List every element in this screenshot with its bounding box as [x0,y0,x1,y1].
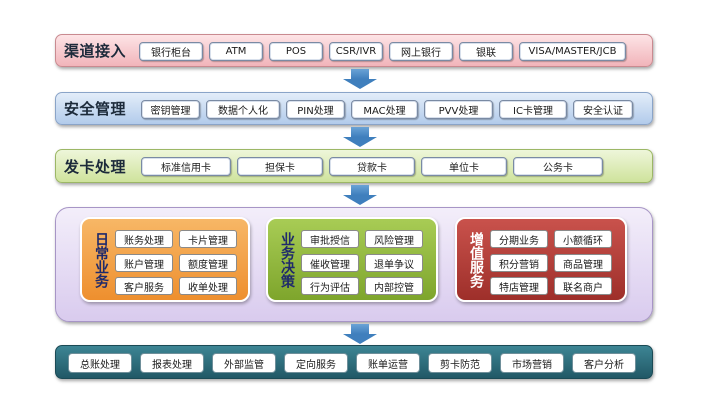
item-internal-control[interactable]: 内部控管 [365,277,423,295]
item-customer-service[interactable]: 客户服务 [115,277,173,295]
security-management-title: 安全管理 [64,100,127,118]
back-office-band: 总账处理 报表处理 外部监管 定向服务 账单运营 剪卡防范 市场营销 客户分析 [55,345,653,379]
chip-bank-counter[interactable]: 银行柜台 [139,42,203,61]
item-collection-management[interactable]: 催收管理 [301,254,359,272]
chip-targeted-service[interactable]: 定向服务 [284,353,348,373]
item-account-management[interactable]: 账户管理 [115,254,173,272]
chip-guarantee-card[interactable]: 担保卡 [237,157,323,176]
chip-external-supervision[interactable]: 外部监管 [212,353,276,373]
chip-loan-card[interactable]: 贷款卡 [329,157,415,176]
chip-report-processing[interactable]: 报表处理 [140,353,204,373]
chip-customer-analysis[interactable]: 客户分析 [572,353,636,373]
item-risk-management[interactable]: 风险管理 [365,230,423,248]
item-installment-business[interactable]: 分期业务 [490,230,548,248]
item-special-merchant-management[interactable]: 特店管理 [490,277,548,295]
chip-key-management[interactable]: 密钥管理 [141,100,200,119]
item-account-processing[interactable]: 账务处理 [115,230,173,248]
chip-pos[interactable]: POS [269,42,323,61]
value-added-services-title: 增值服务 [468,231,484,288]
daily-business-title: 日常业务 [93,231,109,288]
item-behavior-evaluation[interactable]: 行为评估 [301,277,359,295]
chip-pvv-processing[interactable]: PVV处理 [424,100,493,119]
chip-general-ledger[interactable]: 总账处理 [68,353,132,373]
chip-official-card[interactable]: 公务卡 [513,157,603,176]
channel-access-title: 渠道接入 [64,42,127,60]
chip-security-auth[interactable]: 安全认证 [573,100,633,119]
business-decision-title: 业务决策 [279,231,295,288]
business-decision-group: 业务决策 审批授信 风险管理 催收管理 退单争议 行为评估 内部控管 [266,217,438,302]
item-cobrand-merchant[interactable]: 联名商户 [554,277,612,295]
daily-business-group: 日常业务 账务处理 卡片管理 账户管理 额度管理 客户服务 收单处理 [80,217,250,302]
item-credit-approval[interactable]: 审批授信 [301,230,359,248]
chip-standard-credit-card[interactable]: 标准信用卡 [141,157,231,176]
item-card-management[interactable]: 卡片管理 [179,230,237,248]
item-small-revolving[interactable]: 小额循环 [554,230,612,248]
chip-card-cutting-prevention[interactable]: 剪卡防范 [428,353,492,373]
channel-access-band: 渠道接入 银行柜台 ATM POS CSR/IVR 网上银行 银联 VISA/M… [55,34,653,67]
chip-pin-processing[interactable]: PIN处理 [286,100,345,119]
chip-statement-operation[interactable]: 账单运营 [356,353,420,373]
chip-mac-processing[interactable]: MAC处理 [351,100,418,119]
item-goods-management[interactable]: 商品管理 [554,254,612,272]
chip-ic-card-management[interactable]: IC卡管理 [499,100,567,119]
chip-corporate-card[interactable]: 单位卡 [421,157,507,176]
security-management-band: 安全管理 密钥管理 数据个人化 PIN处理 MAC处理 PVV处理 IC卡管理 … [55,92,653,125]
value-added-services-group: 增值服务 分期业务 小额循环 积分营销 商品管理 特店管理 联名商户 [455,217,627,302]
chip-unionpay[interactable]: 银联 [459,42,513,61]
chip-data-personalization[interactable]: 数据个人化 [206,100,280,119]
item-chargeback-dispute[interactable]: 退单争议 [365,254,423,272]
chip-atm[interactable]: ATM [209,42,263,61]
chip-marketing[interactable]: 市场营销 [500,353,564,373]
card-issuing-title: 发卡处理 [64,157,127,176]
card-issuing-band: 发卡处理 标准信用卡 担保卡 贷款卡 单位卡 公务卡 [55,149,653,183]
chip-visa-master-jcb[interactable]: VISA/MASTER/JCB [519,42,626,61]
item-points-marketing[interactable]: 积分营销 [490,254,548,272]
chip-online-banking[interactable]: 网上银行 [389,42,453,61]
item-limit-management[interactable]: 额度管理 [179,254,237,272]
chip-csr-ivr[interactable]: CSR/IVR [329,42,383,61]
item-acquiring-processing[interactable]: 收单处理 [179,277,237,295]
